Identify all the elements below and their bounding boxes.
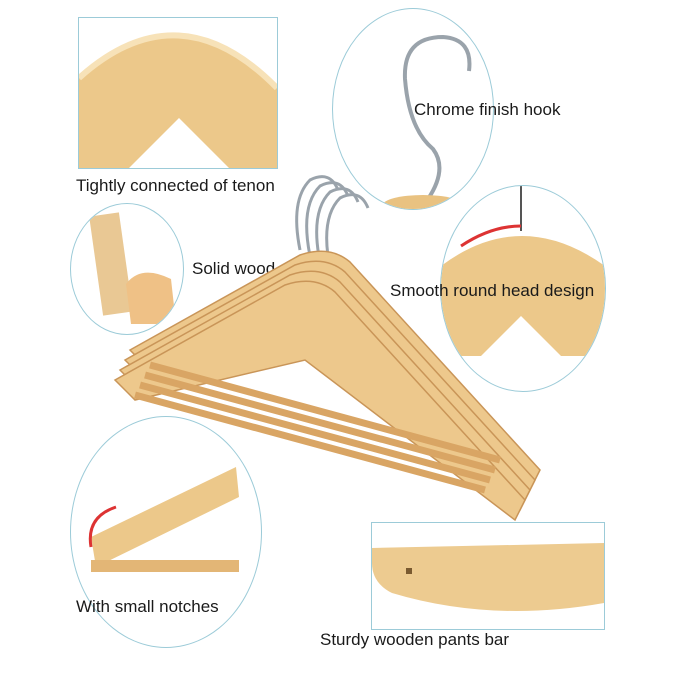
tenon-illustration [79, 32, 277, 168]
wood-block-illustration [89, 212, 176, 324]
solid-wood-detail-image [70, 203, 184, 335]
notches-illustration [88, 467, 239, 572]
pants-bar-detail-image [371, 522, 605, 630]
tenon-detail-image [78, 17, 278, 169]
pants-bar-illustration [372, 543, 604, 611]
round-head-label: Smooth round head design [390, 281, 595, 300]
pants-bar-label: Sturdy wooden pants bar [320, 630, 510, 649]
tenon-label: Tightly connected of tenon [76, 176, 275, 195]
notches-label: With small notches [76, 597, 219, 616]
hook-label: Chrome finish hook [414, 100, 561, 119]
hook-illustration [383, 34, 472, 209]
solid-wood-label: Solid wood [192, 259, 276, 278]
notches-detail-image [70, 416, 262, 648]
hook-detail-image [332, 8, 494, 210]
